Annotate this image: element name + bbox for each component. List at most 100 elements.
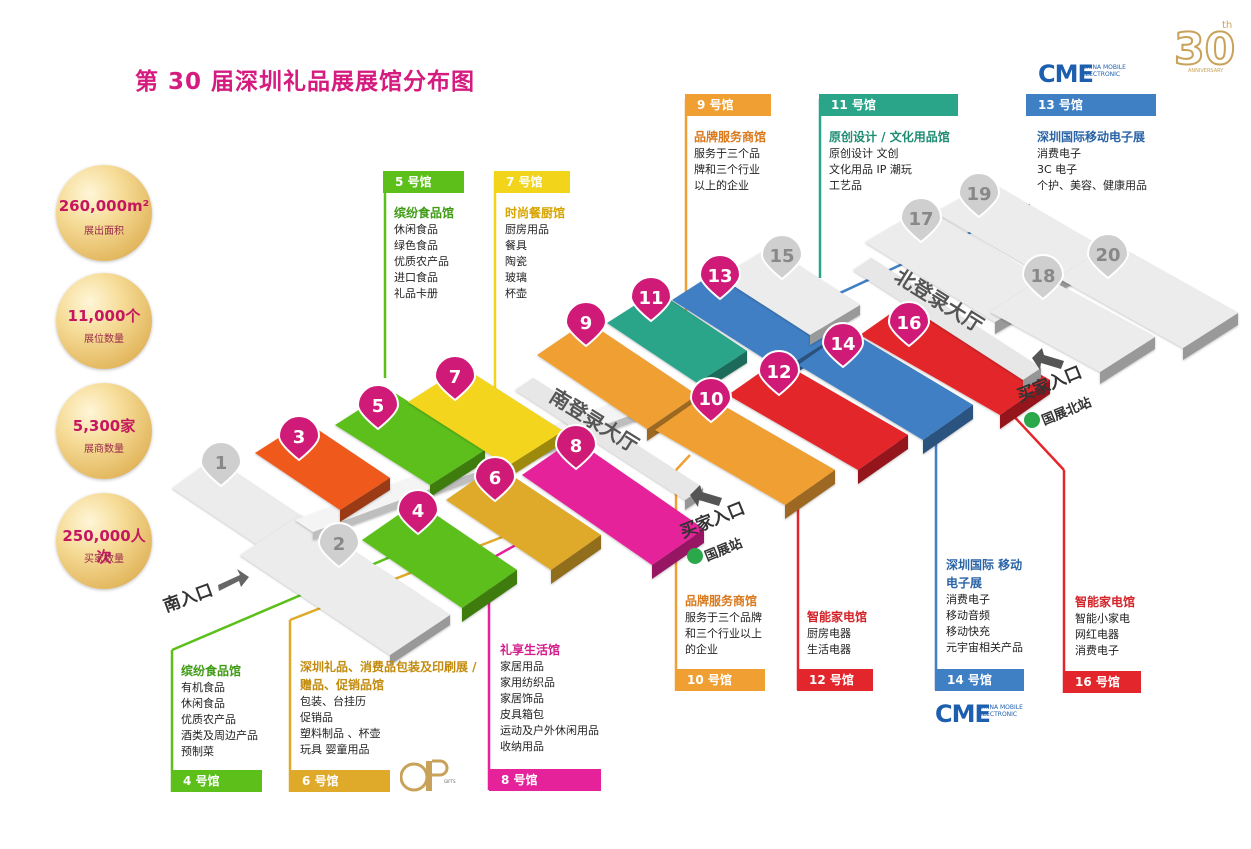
svg-text:th: th [1222, 20, 1232, 31]
hall-16-pin[interactable]: 16 [887, 301, 931, 348]
map-pin-icon [1021, 254, 1065, 301]
hall-number-label: 2 [333, 534, 346, 555]
hall-11-info: 原创设计 / 文化用品馆 原创设计 文创文化用品 IP 潮玩 工艺品 [829, 130, 950, 192]
south-entrance[interactable]: 南入口 [161, 580, 216, 617]
hall-4-block [362, 502, 517, 622]
hall-19-pin[interactable]: 19 [957, 172, 1001, 219]
hall-number-label: 19 [966, 184, 991, 205]
svg-text:30: 30 [1174, 24, 1235, 74]
hall-12-tag: 12 号馆 [797, 669, 873, 691]
hall-10-pin[interactable]: 10 [689, 377, 733, 424]
page-title: 第 30 届深圳礼品展展馆分布图 [135, 69, 476, 95]
hall-4-pin[interactable]: 4 [396, 489, 440, 536]
north-hall-block [853, 258, 1041, 390]
hall-11-tag: 11 号馆 [819, 94, 958, 116]
map-pin-icon [957, 172, 1001, 219]
hall-8-tag: 8 号馆 [489, 769, 601, 791]
hall-number-label: 20 [1095, 245, 1120, 266]
hall-6-pin[interactable]: 6 [473, 456, 517, 503]
hall-1-pin[interactable]: 1 [199, 441, 243, 488]
hall-number-label: 5 [372, 396, 385, 417]
map-pin-icon [887, 301, 931, 348]
map-pin-icon [564, 301, 608, 348]
hall-20-pin[interactable]: 20 [1086, 233, 1130, 280]
hall-7-info: 时尚餐厨馆 厨房用品餐具 陶瓷玻璃 杯壶 [505, 206, 566, 300]
hall-12-info: 智能家电馆 厨房电器生活电器 [807, 610, 868, 656]
hall-10-info: 品牌服务商馆 服务于三个品牌和三个行业以上 的企业 [685, 594, 762, 656]
svg-text:南入口: 南入口 [161, 580, 216, 617]
hall-5-pin[interactable]: 5 [356, 384, 400, 431]
hall-11-pin[interactable]: 11 [629, 276, 673, 323]
hall-8-pin[interactable]: 8 [554, 424, 598, 471]
map-pin-icon [899, 197, 943, 244]
stat-exhibitor-count: 5,300家展商数量 [56, 383, 152, 479]
map-pin-icon [760, 234, 804, 281]
hall-8-info: 礼享生活馆 家居用品家用纺织品 家居饰品皮具箱包 运动及户外休闲用品收纳用品 [500, 643, 599, 753]
hall-4-info: 缤纷食品馆 有机食品休闲食品 优质农产品酒类及周边产品 预制菜 [181, 664, 258, 758]
gift-packaging-logo: GIFTS [399, 755, 460, 795]
hall-10-tag: 10 号馆 [675, 669, 765, 691]
metro-icon [1024, 412, 1040, 428]
hall-9-info: 品牌服务商馆 服务于三个品牌和三个行业 以上的企业 [694, 130, 767, 192]
map-pin-icon [757, 350, 801, 397]
map-pin-icon [821, 322, 865, 369]
hall-7-tag: 7 号馆 [494, 171, 570, 193]
hall-15-pin[interactable]: 15 [760, 234, 804, 281]
map-pin-icon [199, 441, 243, 488]
map-pin-icon [356, 384, 400, 431]
hall-number-label: 7 [449, 367, 462, 388]
hall-14-pin[interactable]: 14 [821, 322, 865, 369]
anniversary-badge-icon: 30 th ANNIVERSARY [1170, 14, 1236, 76]
hall-number-label: 4 [412, 501, 425, 522]
map-pin-icon [317, 522, 361, 569]
hall-10-block [655, 395, 835, 519]
hall-5-tag: 5 号馆 [383, 171, 464, 193]
hall-6-info: 深圳礼品、消费品包装及印刷展 / 赠品、促销品馆 包装、台挂历促销品 塑料制品 … [300, 660, 477, 756]
hall-5-info: 缤纷食品馆 休闲食品绿色食品 优质农产品进口食品 礼品卡册 [394, 206, 455, 300]
svg-text:ANNIVERSARY: ANNIVERSARY [1188, 68, 1224, 74]
hall-3-pin[interactable]: 3 [277, 415, 321, 462]
map-pin-icon [1086, 233, 1130, 280]
hall-number-label: 10 [698, 389, 723, 410]
leader-10b [675, 454, 691, 471]
stat-buyer-count: 250,000人次买家数量 [56, 493, 152, 589]
hall-13-pin[interactable]: 13 [698, 254, 742, 301]
metro-icon [687, 548, 703, 564]
hall-number-label: 6 [489, 468, 502, 489]
hall-number-label: 16 [896, 313, 921, 334]
hall-14-info: 深圳国际 移动电子展 消费电子移动音频 移动快充元宇宙相关产品 [946, 558, 1023, 654]
hall-9-tag: 9 号馆 [685, 94, 771, 116]
hall-4-tag: 4 号馆 [171, 770, 262, 792]
hall-number-label: 12 [766, 362, 791, 383]
hall-7-pin[interactable]: 7 [433, 355, 477, 402]
map-pin-icon [554, 424, 598, 471]
map-pin-icon [277, 415, 321, 462]
hall-12-pin[interactable]: 12 [757, 350, 801, 397]
map-pin-icon [396, 489, 440, 536]
stat-booth-count: 11,000个展位数量 [56, 273, 152, 369]
map-pin-icon [433, 355, 477, 402]
hall-number-label: 11 [638, 288, 663, 309]
hall-17-pin[interactable]: 17 [899, 197, 943, 244]
hall-number-label: 3 [293, 427, 306, 448]
hall-18-block [990, 277, 1155, 384]
hall-16-info: 智能家电馆 智能小家电网红电器 消费电子 [1075, 595, 1136, 657]
map-pin-icon [698, 254, 742, 301]
hall-number-label: 8 [570, 436, 583, 457]
north-entrance-arrow-icon [1032, 348, 1064, 370]
hall-9-pin[interactable]: 9 [564, 301, 608, 348]
hall-16-tag: 16 号馆 [1063, 671, 1141, 693]
svg-text:国展站: 国展站 [703, 535, 745, 564]
svg-text:国展北站: 国展北站 [1040, 394, 1094, 428]
hall-number-label: 18 [1030, 266, 1055, 287]
hall-2-pin[interactable]: 2 [317, 522, 361, 569]
map-pin-icon [689, 377, 733, 424]
hall-18-pin[interactable]: 18 [1021, 254, 1065, 301]
hall-number-label: 17 [908, 209, 933, 230]
hall-number-label: 9 [580, 313, 593, 334]
hall-8-block [522, 439, 704, 579]
hall-13-tag: 13 号馆 [1026, 94, 1156, 116]
